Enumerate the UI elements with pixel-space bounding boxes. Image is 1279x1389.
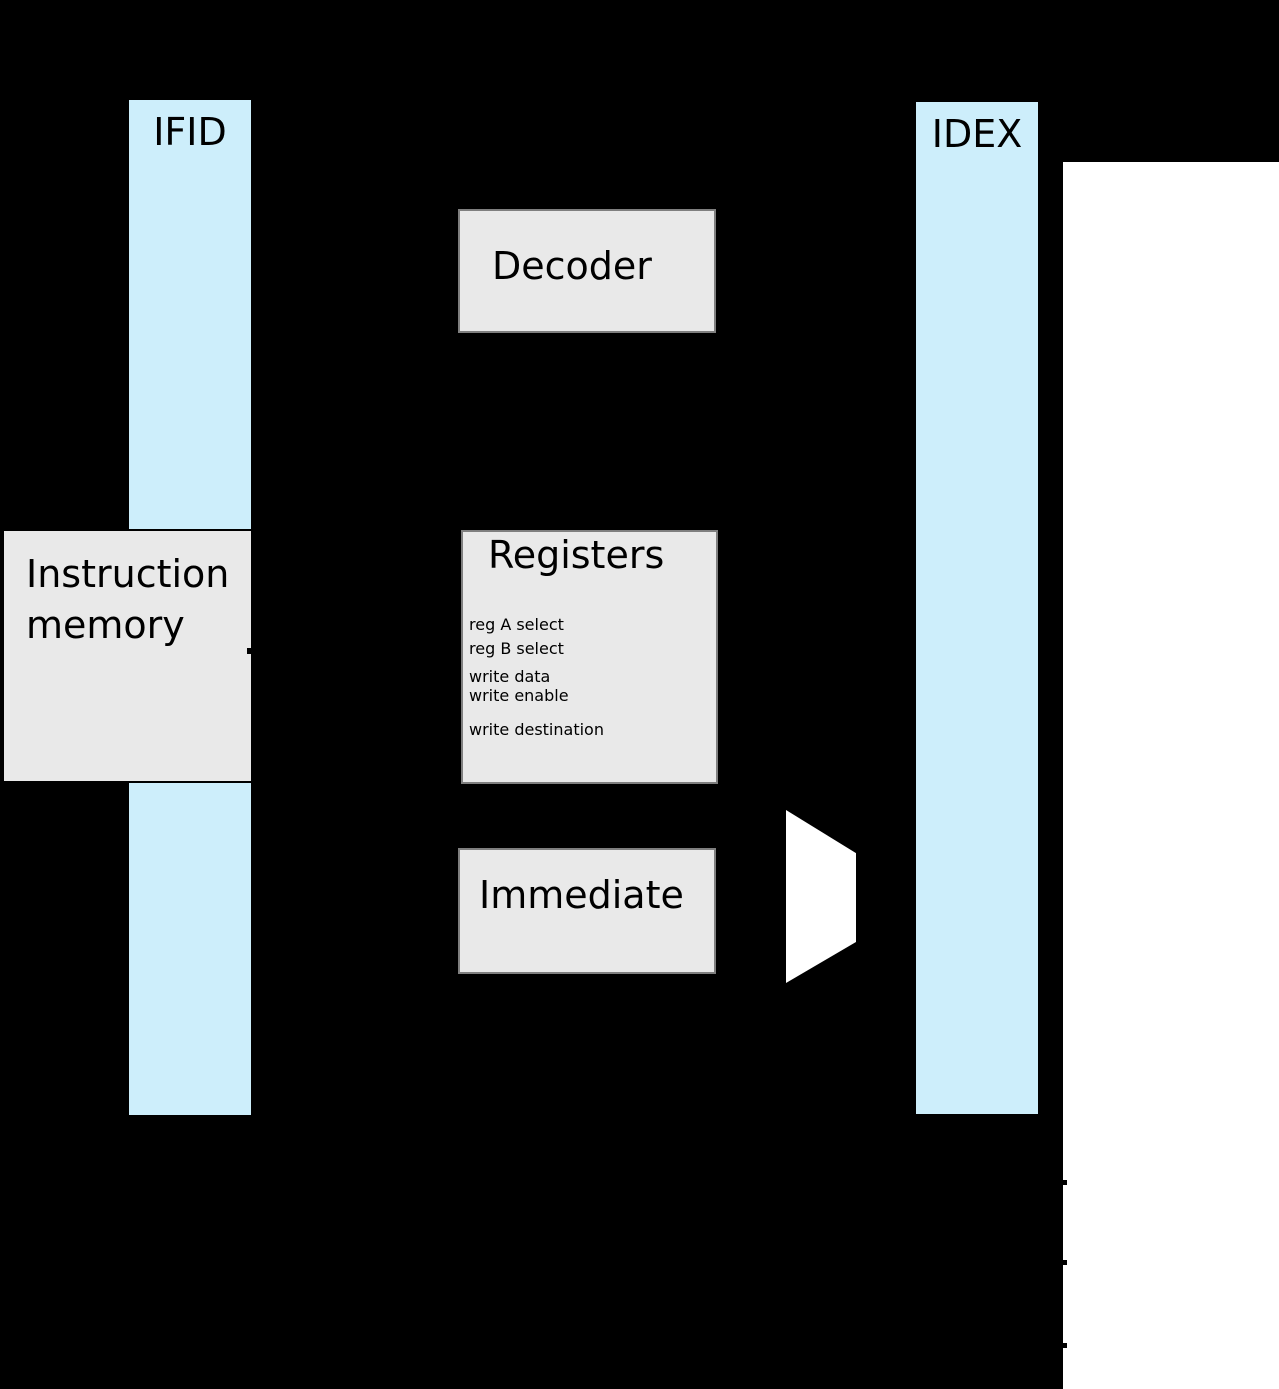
ifid-label: IFID	[153, 110, 227, 154]
idex-label: IDEX	[931, 112, 1023, 156]
port-label-write-enable: write enable	[469, 686, 569, 705]
white-canvas-area	[1063, 162, 1279, 1389]
immediate-label: Immediate	[479, 873, 684, 917]
wire-stub-top	[1059, 1180, 1067, 1185]
registers-title: Registers	[488, 533, 665, 577]
instruction-memory-label: Instruction memory	[26, 552, 230, 648]
decoder-label: Decoder	[492, 244, 652, 288]
port-label-write-data: write data	[469, 667, 551, 686]
mux-trapezoid-icon	[786, 810, 856, 983]
port-label-reg-a-select: reg A select	[469, 615, 564, 634]
wire-stub-middle	[1059, 1260, 1067, 1265]
decoder-block: Decoder	[458, 209, 716, 333]
registers-block: Registers reg A select reg B select writ…	[461, 530, 718, 784]
immediate-block: Immediate	[458, 848, 716, 974]
idex-pipeline-register-bar: IDEX	[914, 100, 1040, 1116]
port-label-reg-b-select: reg B select	[469, 639, 564, 658]
wire-stub-bottom	[1059, 1343, 1067, 1348]
port-label-write-destination: write destination	[469, 720, 604, 739]
instruction-memory-block: Instruction memory	[2, 529, 253, 783]
wire-stub-instruction-memory	[247, 648, 254, 654]
